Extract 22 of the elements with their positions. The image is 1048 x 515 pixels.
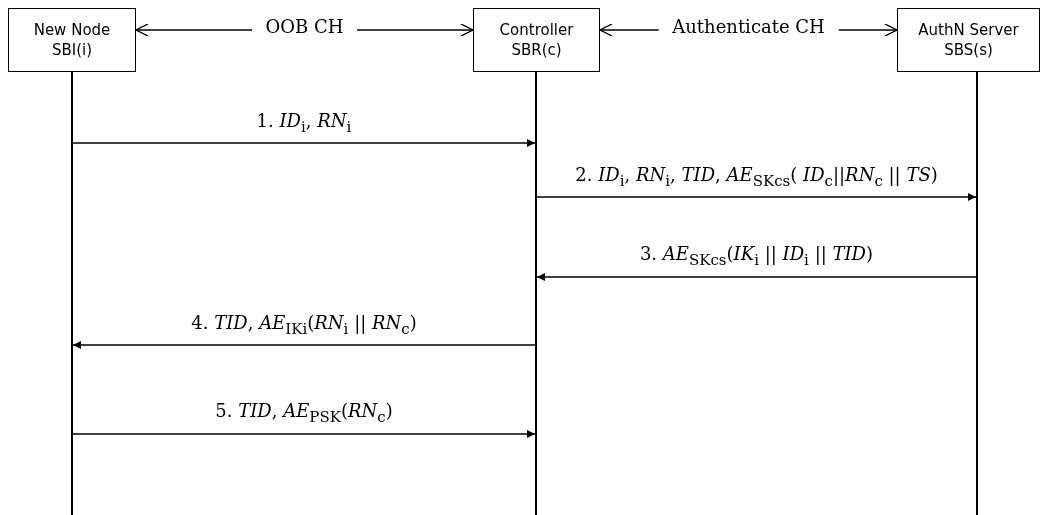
participant-box [8,8,136,72]
message-label: 5. TID, AE$_{PSK}$(RN$_{c}$) [214,400,394,426]
arrow [72,341,536,349]
arrow [536,273,977,281]
lifeline [976,72,978,515]
arrow [72,430,536,438]
participant-box [473,8,600,72]
message-label: 4. TID, AE$_{IKi}$(RN$_{i}$ || RN$_{c}$) [190,312,418,338]
participant-name: AuthN Server [918,20,1019,40]
lifeline [71,72,73,515]
participant-name: SBI(i) [51,40,93,60]
message-label: 3. AE$_{SKcs}$(IK$_{i}$ || ID$_{i}$ || TID) [638,243,875,269]
arrow [72,139,536,147]
participant-name: SBS(s) [944,40,993,60]
message-label: 2. ID$_{i}$, RN$_{i}$, TID, AE$_{SKcs}$( ID$_{c}$||RN$_{c}$ || TS) [574,164,939,190]
participant-name: New Node [33,20,111,40]
participant-box [897,8,1040,72]
arrow [536,193,977,201]
message-label: 1. ID$_{i}$, RN$_{i}$ [255,110,353,136]
lifeline [535,72,537,515]
participant-name: Controller [499,20,574,40]
participant-name: SBR(c) [511,40,562,60]
